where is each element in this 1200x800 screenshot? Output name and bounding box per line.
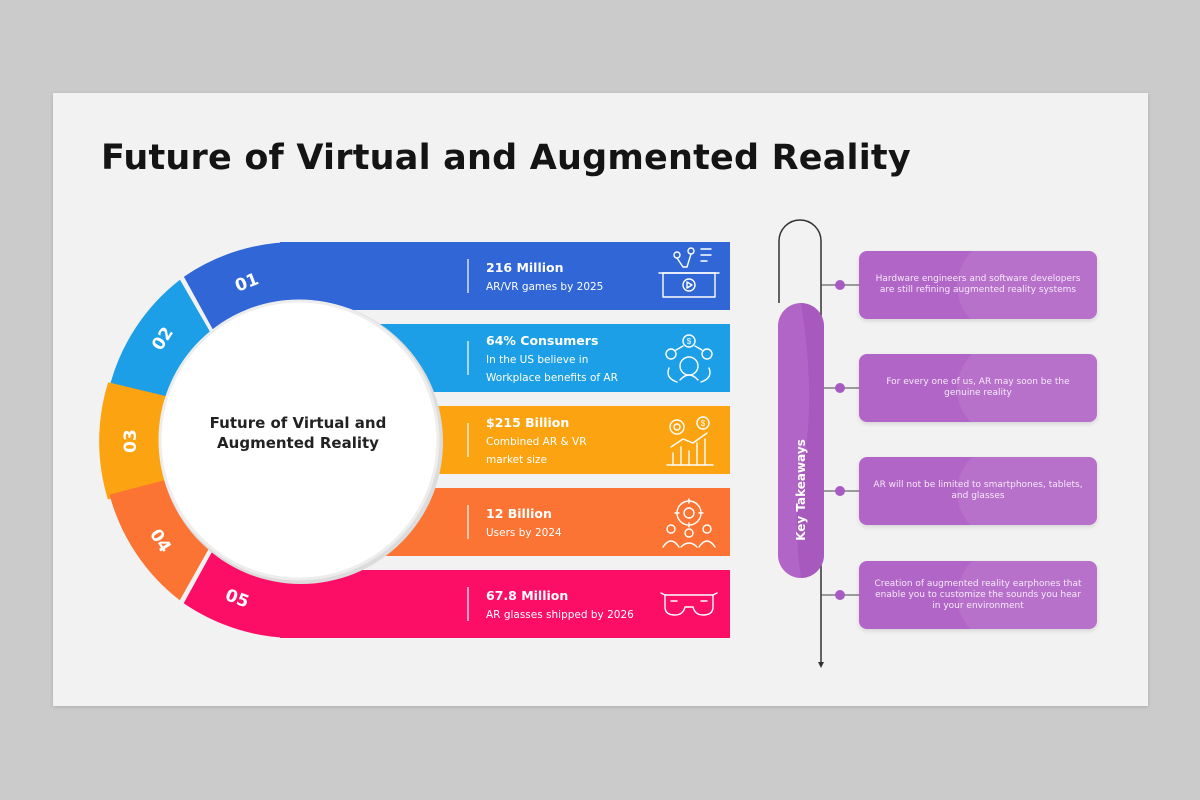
stat-04: 12 Billion Users by 2024 (486, 506, 562, 542)
svg-text:$: $ (701, 419, 706, 428)
takeaway-text: For every one of us, AR may soon be the … (886, 377, 1070, 398)
ring-segment-02 (109, 279, 213, 400)
takeaway-card-2: For every one of us, AR may soon be the … (859, 354, 1097, 422)
timeline-dot-3 (835, 486, 845, 496)
key-takeaways-pill (778, 303, 824, 578)
key-takeaways-label: Key Takeaways (794, 439, 808, 541)
stat-description: Combined AR & VR (486, 436, 587, 448)
slide: Future of Virtual and Augmented Reality … (53, 93, 1148, 706)
timeline-dot-1 (835, 280, 845, 290)
takeaway-text: Hardware engineers and software develope… (875, 274, 1081, 295)
stat-description: AR glasses shipped by 2026 (486, 609, 634, 621)
stat-05: 67.8 Million AR glasses shipped by 2026 (486, 588, 634, 624)
slide-title: Future of Virtual and Augmented Reality (101, 138, 911, 178)
timeline-dot-4 (835, 590, 845, 600)
band-05 (280, 570, 730, 638)
ring-segment-04 (109, 479, 213, 601)
stat-description: Workplace benefits of AR (486, 372, 618, 384)
card-decoration (957, 457, 1097, 525)
takeaway-card-3: AR will not be limited to smartphones, t… (859, 457, 1097, 525)
takeaway-text: Creation of augmented reality earphones … (874, 578, 1082, 611)
stat-description: AR/VR games by 2025 (486, 281, 604, 293)
ar-glasses-icon (660, 592, 718, 616)
stat-heading: 64% Consumers (486, 333, 599, 348)
center-label: Future of Virtual and Augmented Reality (209, 414, 387, 452)
takeaway-card-1: Hardware engineers and software develope… (859, 251, 1097, 319)
vr-headset-icon (658, 247, 720, 298)
card-decoration (957, 251, 1097, 319)
stat-description: market size (486, 454, 547, 466)
card-decoration (957, 354, 1097, 422)
takeaway-text: AR will not be limited to smartphones, t… (873, 480, 1083, 501)
stat-heading: 216 Million (486, 260, 564, 275)
center-circle (158, 299, 440, 581)
stat-03: $215 Billion Combined AR & VR market siz… (486, 415, 587, 469)
stat-description: Users by 2024 (486, 527, 562, 539)
takeaway-card-4: Creation of augmented reality earphones … (859, 561, 1097, 629)
segment-number-03: 03 (121, 429, 141, 453)
svg-text:$: $ (687, 337, 692, 346)
ring-segment-03 (99, 382, 169, 500)
timeline-line (778, 219, 822, 665)
infographic: 01 02 03 04 05 (99, 219, 859, 668)
consumers-icon: $ (665, 334, 713, 383)
stat-heading: 12 Billion (486, 506, 552, 521)
users-gear-icon (662, 498, 716, 548)
card-decoration (957, 561, 1097, 629)
timeline-arrow (818, 662, 824, 668)
pill-shade (796, 303, 824, 578)
stat-heading: $215 Billion (486, 415, 570, 430)
band-01 (280, 242, 730, 310)
stat-description: In the US believe in (486, 354, 589, 366)
stat-02: 64% Consumers In the US believe in Workp… (486, 333, 618, 387)
stat-01: 216 Million AR/VR games by 2025 (486, 260, 603, 296)
timeline-dot-2 (835, 383, 845, 393)
takeaways-timeline (778, 219, 859, 668)
market-chart-icon: $ (666, 416, 714, 466)
stat-heading: 67.8 Million (486, 588, 569, 603)
